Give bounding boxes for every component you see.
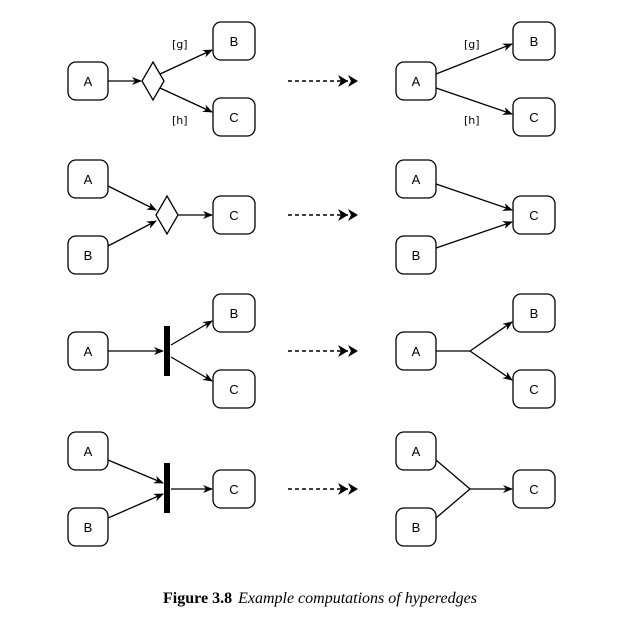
node-a-label: A (412, 444, 421, 459)
node-a-label: A (412, 344, 421, 359)
row3-right: A B C (395, 293, 556, 409)
node-c (212, 97, 256, 137)
node-c-label: C (529, 110, 538, 125)
edge-b-to-bar (107, 493, 164, 519)
figure-number: Figure 3.8 (163, 590, 233, 607)
row2-left: A B C (67, 159, 256, 275)
node-b (212, 21, 256, 61)
node-a-label: A (412, 74, 421, 89)
node-c (212, 195, 256, 235)
edge-junction-to-b (469, 321, 513, 352)
guard-h: [h] (172, 114, 188, 127)
edge-a-to-c (435, 183, 513, 211)
edge-bar-to-b (170, 320, 213, 346)
transform-arrow-2 (288, 209, 358, 221)
merge-diamond (155, 194, 179, 236)
edge-a-to-diamond (107, 185, 157, 211)
guard-g: [g] (172, 38, 188, 51)
edge-diamond-to-b (159, 49, 213, 75)
node-c-label: C (229, 482, 238, 497)
node-c (512, 195, 556, 235)
decision-diamond (141, 60, 165, 102)
node-a (395, 431, 437, 471)
node-c (212, 469, 256, 509)
node-c (512, 97, 556, 137)
node-c-label: C (229, 382, 238, 397)
transform-arrow-1 (288, 75, 358, 87)
node-a-label: A (412, 172, 421, 187)
node-b-label: B (230, 34, 239, 49)
edge-a-to-c (435, 87, 513, 115)
row2-right: A B C (395, 159, 556, 275)
edge-a-to-junction (435, 459, 471, 490)
edge-junction-to-c (469, 350, 513, 381)
row4-left: A B C (67, 431, 256, 547)
node-b (212, 293, 256, 333)
node-c (512, 369, 556, 409)
row1-left: A B C [g] [h] (67, 21, 256, 137)
node-b (67, 235, 109, 275)
edge-b-to-c (435, 221, 513, 249)
node-a (395, 159, 437, 199)
edge-a-to-b (435, 43, 513, 75)
node-b-label: B (230, 306, 239, 321)
node-b-label: B (84, 248, 93, 263)
node-b (512, 293, 556, 333)
node-a (67, 431, 109, 471)
edge-b-to-diamond (107, 220, 157, 247)
node-b (395, 235, 437, 275)
node-c (212, 369, 256, 409)
transform-arrow-3 (288, 345, 358, 357)
node-c-label: C (529, 208, 538, 223)
node-c-label: C (529, 482, 538, 497)
join-bar (164, 463, 170, 513)
figure-caption-text: Example computations of hyperedges (238, 590, 477, 607)
node-a-label: A (84, 444, 93, 459)
edge-b-to-junction (435, 488, 471, 519)
node-b (512, 21, 556, 61)
node-b (67, 507, 109, 547)
edge-a-to-bar (107, 459, 164, 484)
node-a (395, 61, 437, 101)
guard-h: [h] (464, 114, 480, 127)
node-b-label: B (84, 520, 93, 535)
node-b-label: B (530, 34, 539, 49)
node-b-label: B (412, 248, 421, 263)
guard-g: [g] (464, 38, 480, 51)
node-b-label: B (412, 520, 421, 535)
edge-diamond-to-c (159, 87, 213, 113)
node-b-label: B (530, 306, 539, 321)
node-c-label: C (229, 110, 238, 125)
node-a-label: A (84, 172, 93, 187)
node-b (395, 507, 437, 547)
transform-arrow-4 (288, 483, 358, 495)
node-c (512, 469, 556, 509)
edge-bar-to-c (170, 356, 213, 382)
row1-right: A B C [g] [h] (395, 21, 556, 137)
node-c-label: C (229, 208, 238, 223)
node-a-label: A (84, 74, 93, 89)
node-c-label: C (529, 382, 538, 397)
fork-bar (164, 326, 170, 376)
node-a (67, 159, 109, 199)
node-a-label: A (84, 344, 93, 359)
figure-caption: Figure 3.8 Example computations of hypere… (0, 590, 640, 608)
row3-left: A B C (67, 293, 256, 409)
row4-right: A B C (395, 431, 556, 547)
